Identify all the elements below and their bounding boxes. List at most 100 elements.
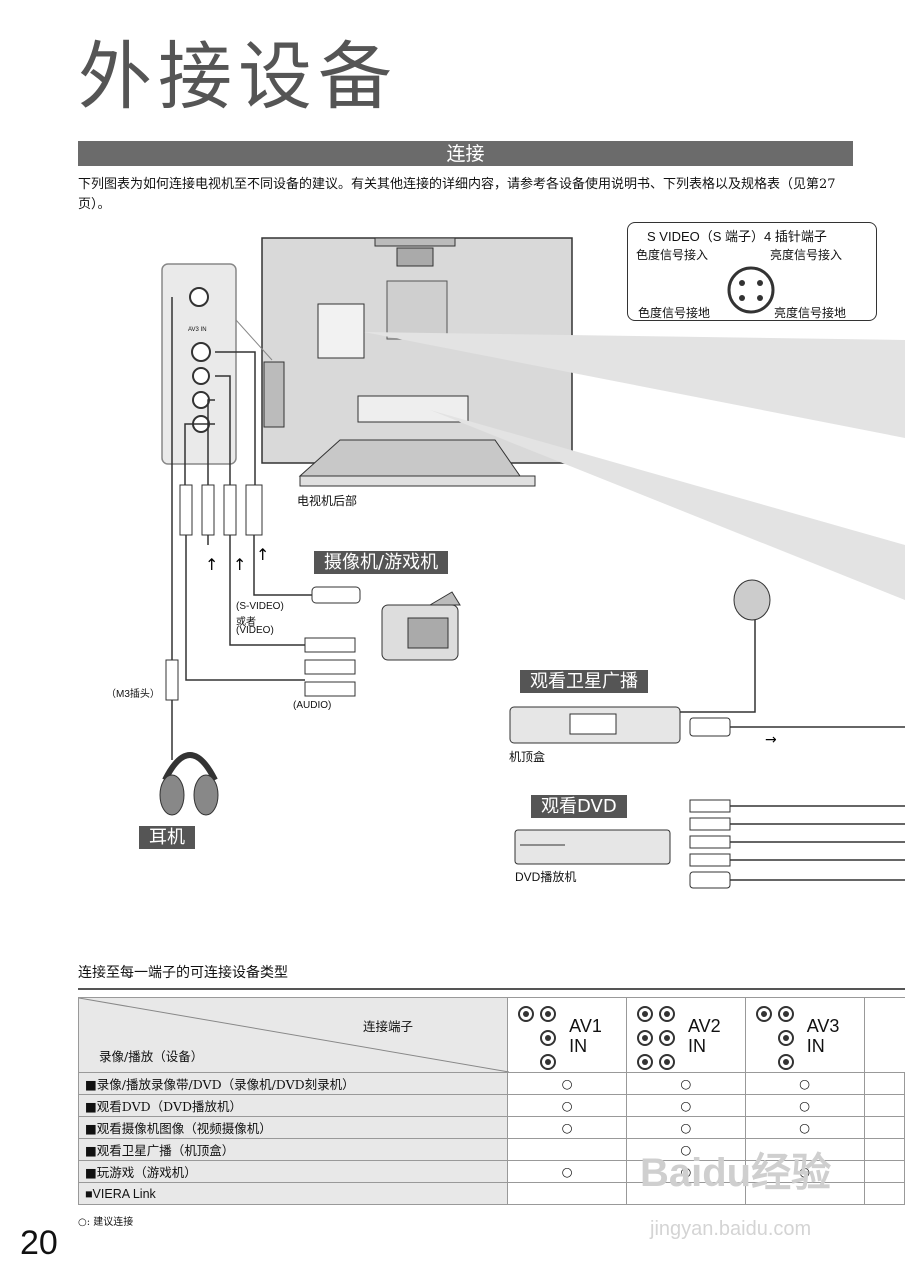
video-jack — [192, 367, 210, 385]
table-edge-cell — [863, 1138, 905, 1161]
header-device: 录像/播放（设备） — [99, 1049, 204, 1064]
row-label: ■录像/播放录像带/DVD（录像机/DVD刻录机） — [77, 1072, 509, 1095]
page-number: 20 — [20, 1224, 58, 1262]
svideo-pin-1 — [739, 280, 745, 286]
dvd-hdmi-plug — [689, 871, 731, 889]
cable-to-audio — [185, 535, 305, 681]
diagonal-line — [79, 998, 509, 1072]
table-edge-cell — [863, 1182, 905, 1205]
rca-jack-icon — [777, 1006, 794, 1022]
row-label: ■观看卫星广播（机顶盒） — [77, 1138, 509, 1161]
camcorder-viewfinder — [428, 591, 461, 606]
mark-cell: ○ — [744, 1094, 865, 1117]
rca-jack-icon — [777, 1030, 794, 1046]
svideo-connector — [727, 266, 775, 314]
table-title-rule — [78, 988, 905, 990]
stb-hdmi-plug — [689, 717, 731, 737]
up-arrow-3: ↑ — [256, 545, 269, 564]
watermark-logo: Baidu经验 — [640, 1151, 832, 1195]
svideo-pin-2 — [757, 280, 763, 286]
table-row: ■观看卫星广播（机顶盒） ○ — [77, 1138, 905, 1161]
headphone-cup-left — [159, 774, 185, 816]
svideo-pin-4 — [757, 295, 763, 301]
table-edge-cell — [863, 1072, 905, 1095]
satellite-cable — [680, 620, 756, 713]
audio-l-jack — [192, 391, 210, 409]
row-label: ■玩游戏（游戏机） — [77, 1160, 509, 1183]
stb-label: 机顶盒 — [509, 750, 546, 764]
table-row: ■观看摄像机图像（视频摄像机） ○ ○ ○ — [77, 1116, 905, 1139]
right-arrow: → — [765, 732, 777, 748]
svideo-jack-icon — [518, 1006, 535, 1022]
headphone-band — [162, 752, 218, 782]
section-header: 连接 — [78, 141, 853, 166]
cable-audio-r — [184, 423, 215, 485]
rca-jack-icon — [658, 1054, 675, 1070]
video-label: (VIDEO) — [236, 625, 274, 636]
mark-cell: ○ — [625, 1072, 746, 1095]
mark-cell: ○ — [625, 1116, 746, 1139]
plug-l — [201, 484, 215, 536]
mark-cell: ○ — [744, 1116, 865, 1139]
plug-r — [179, 484, 193, 536]
mark-cell: ○ — [507, 1160, 627, 1183]
headphone-tag: 耳机 — [139, 826, 195, 849]
svideo-pin-3 — [739, 295, 745, 301]
dvd-player-label: DVD播放机 — [515, 870, 577, 884]
dvd-plug-1 — [689, 799, 731, 813]
dvd-plug-3 — [689, 835, 731, 849]
stb-display — [569, 713, 617, 735]
rca-jack-icon — [658, 1030, 675, 1046]
tv-side-panel — [263, 361, 285, 428]
table-title: 连接至每一端子的可连接设备类型 — [78, 965, 288, 981]
rca-jack-icon — [636, 1006, 653, 1022]
m3-label: （M3插头） — [106, 689, 160, 700]
mark-cell — [507, 1138, 627, 1161]
row-label: ■VIERA Link — [77, 1182, 509, 1205]
zoom-beam-bottom — [430, 410, 905, 600]
dvd-player-body — [514, 829, 671, 865]
mark-cell: ○ — [507, 1072, 627, 1095]
row-label: ■观看摄像机图像（视频摄像机） — [77, 1116, 509, 1139]
row-label: ■观看DVD（DVD播放机） — [77, 1094, 509, 1117]
plug-v — [223, 484, 237, 536]
rca-jack-icon — [540, 1030, 557, 1046]
dvd-cables — [730, 805, 905, 881]
tv-rear-panel — [317, 303, 365, 359]
dvd-plug-4 — [689, 853, 731, 867]
tv-stand-base — [299, 475, 536, 487]
table-row: ■观看DVD（DVD播放机） ○ ○ ○ — [77, 1094, 905, 1117]
rca-jack-icon — [777, 1054, 794, 1070]
table-edge-cell — [863, 1094, 905, 1117]
legend-note: ○: 建议连接 — [78, 1217, 134, 1228]
cable-audio-l — [207, 399, 215, 485]
panel-label: AV3 IN — [188, 327, 207, 333]
header-terminal: 连接端子 — [363, 1019, 414, 1034]
mark-cell: ○ — [625, 1094, 746, 1117]
up-arrow-1: ↑ — [205, 555, 218, 574]
headphone-cup-right — [193, 774, 219, 816]
mark-cell: ○ — [507, 1116, 627, 1139]
tv-vent — [396, 247, 434, 267]
svideo-jack-icon — [755, 1006, 772, 1022]
cable-svideo — [215, 351, 256, 485]
zoom-beam-top — [364, 332, 905, 438]
side-jack-panel — [161, 263, 237, 465]
mark-cell: ○ — [744, 1072, 865, 1095]
connection-diagram: ↑ ↑ ↑ → — [159, 237, 905, 889]
svideo-plug-end — [311, 586, 361, 604]
mark-cell — [507, 1182, 627, 1205]
svideo-chroma-gnd: 色度信号接地 — [638, 306, 711, 320]
audio-plug-end-2 — [304, 681, 356, 697]
satellite-tag: 观看卫星广播 — [520, 670, 648, 693]
up-arrow-2: ↑ — [233, 555, 246, 574]
camcorder-lens — [407, 617, 449, 649]
tv-top-bump — [374, 237, 456, 247]
